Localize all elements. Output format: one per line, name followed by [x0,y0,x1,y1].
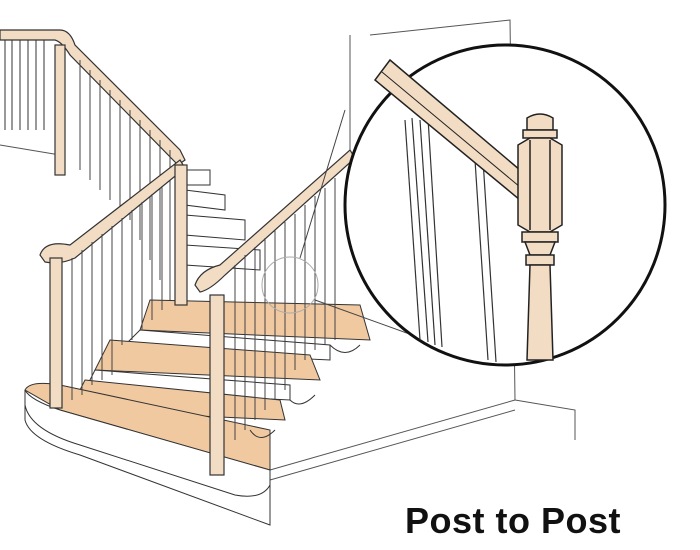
newel-post-detail [517,113,563,361]
upper-balusters [79,60,171,300]
upper-balcony-balusters [0,39,60,130]
lower-balusters [71,178,336,440]
magnified-detail [343,43,667,367]
stringer-brackets [249,344,361,438]
stair-treads [24,169,371,526]
caption-title: Post to Post [405,500,622,541]
lower-handrail [39,149,356,476]
